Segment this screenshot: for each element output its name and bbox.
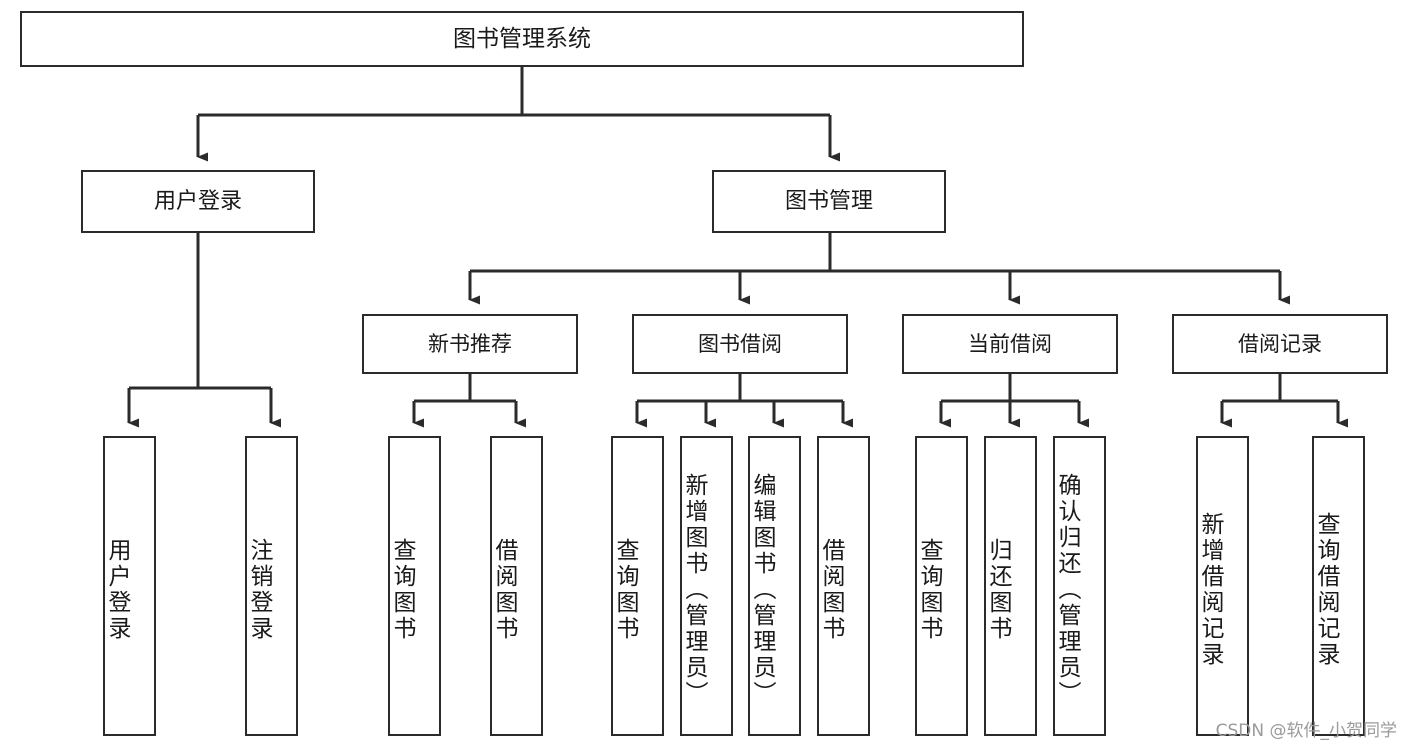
node-book-management[interactable]: 图书管理 bbox=[712, 170, 946, 233]
node-book-management-label: 图书管理 bbox=[784, 188, 873, 214]
node-current-borrow-label: 当前借阅 bbox=[968, 331, 1052, 356]
node-leaf-user-login[interactable]: 用户登录 bbox=[103, 436, 156, 736]
node-book-borrow-label: 图书借阅 bbox=[698, 331, 782, 356]
node-leaf-return-book[interactable]: 归还图书 bbox=[984, 436, 1037, 736]
node-borrow-record-label: 借阅记录 bbox=[1238, 331, 1322, 356]
node-leaf-query-book-recommend[interactable]: 查询图书 bbox=[388, 436, 441, 736]
node-borrow-record[interactable]: 借阅记录 bbox=[1172, 314, 1388, 374]
node-leaf-add-borrow-record[interactable]: 新增借阅记录 bbox=[1196, 436, 1249, 736]
node-book-borrow[interactable]: 图书借阅 bbox=[632, 314, 848, 374]
node-leaf-query-book-current[interactable]: 查询图书 bbox=[915, 436, 968, 736]
node-leaf-query-book-borrow[interactable]: 查询图书 bbox=[611, 436, 664, 736]
node-root-label: 图书管理系统 bbox=[453, 25, 591, 52]
csdn-watermark: CSDN @软件_小贺同学 bbox=[1215, 721, 1397, 741]
node-leaf-query-book-borrow-label: 查询图书 bbox=[612, 537, 638, 642]
node-leaf-edit-book-admin[interactable]: 编辑图书（管理员） bbox=[748, 436, 801, 736]
node-user-login-label: 用户登录 bbox=[153, 188, 242, 214]
node-root-book-management-system[interactable]: 图书管理系统 bbox=[20, 11, 1024, 67]
node-new-book-recommend-label: 新书推荐 bbox=[428, 331, 512, 356]
node-leaf-user-login-label: 用户登录 bbox=[104, 537, 130, 642]
node-leaf-query-borrow-record-label: 查询借阅记录 bbox=[1313, 511, 1339, 668]
node-leaf-add-book-admin-label: 新增图书（管理员） bbox=[681, 472, 707, 707]
node-leaf-borrow-book[interactable]: 借阅图书 bbox=[817, 436, 870, 736]
node-leaf-query-book-current-label: 查询图书 bbox=[916, 537, 942, 642]
node-leaf-logout-label: 注销登录 bbox=[246, 537, 272, 642]
node-current-borrow[interactable]: 当前借阅 bbox=[902, 314, 1118, 374]
node-leaf-query-book-recommend-label: 查询图书 bbox=[389, 537, 415, 642]
node-leaf-confirm-return-admin-label: 确认归还（管理员） bbox=[1054, 472, 1080, 707]
node-leaf-return-book-label: 归还图书 bbox=[985, 537, 1011, 642]
node-leaf-borrow-book-recommend[interactable]: 借阅图书 bbox=[490, 436, 543, 736]
node-leaf-logout[interactable]: 注销登录 bbox=[245, 436, 298, 736]
node-new-book-recommend[interactable]: 新书推荐 bbox=[362, 314, 578, 374]
node-leaf-borrow-book-recommend-label: 借阅图书 bbox=[491, 537, 517, 642]
node-leaf-add-borrow-record-label: 新增借阅记录 bbox=[1197, 511, 1223, 668]
node-leaf-edit-book-admin-label: 编辑图书（管理员） bbox=[749, 472, 775, 707]
node-leaf-confirm-return-admin[interactable]: 确认归还（管理员） bbox=[1053, 436, 1106, 736]
node-leaf-query-borrow-record[interactable]: 查询借阅记录 bbox=[1312, 436, 1365, 736]
node-leaf-add-book-admin[interactable]: 新增图书（管理员） bbox=[680, 436, 733, 736]
node-leaf-borrow-book-label: 借阅图书 bbox=[818, 537, 844, 642]
node-user-login[interactable]: 用户登录 bbox=[81, 170, 315, 233]
